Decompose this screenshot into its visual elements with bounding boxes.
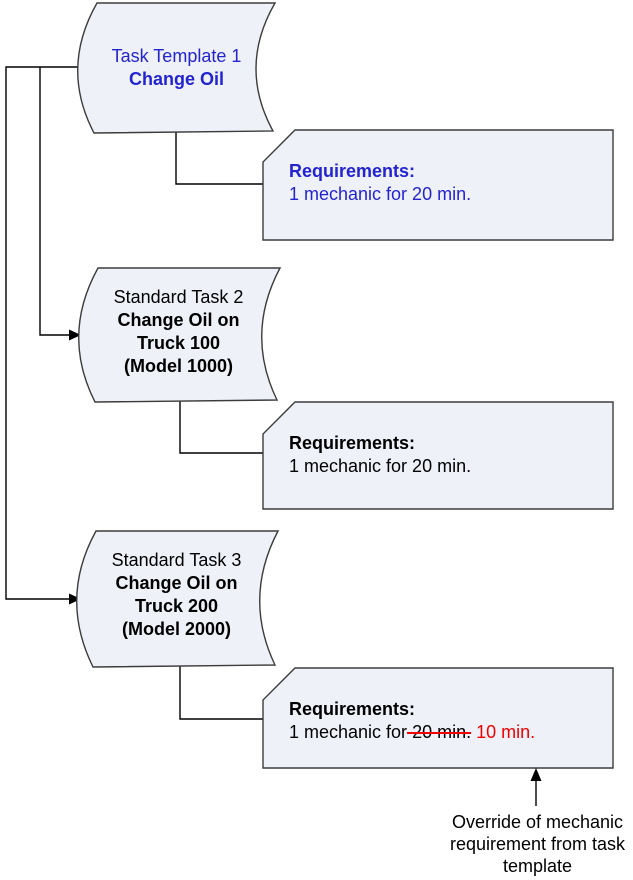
task-template-1-name: Change Oil (128, 69, 224, 89)
requirements-1-box (262, 129, 614, 241)
connector-task3-to-req3 (179, 666, 263, 720)
arrowhead-into-task2 (69, 329, 81, 341)
standard-task-2-name-line1: Change Oil on (117, 310, 240, 330)
requirements-3-struck-value: 20 min. (407, 722, 472, 742)
requirements-2-box (262, 401, 614, 510)
standard-task-2-shape (78, 267, 282, 403)
requirements-3-box (262, 667, 614, 769)
requirements-2-body: 1 mechanic for 20 min. (289, 456, 472, 476)
standard-task-3-name-line1: Change Oil on (115, 573, 238, 593)
requirements-1-header: Requirements: (289, 161, 416, 181)
standard-task-2-title: Standard Task 2 (113, 287, 244, 307)
override-annotation-line3: template (502, 856, 573, 876)
standard-task-3-name-line2: Truck 200 (134, 596, 219, 616)
requirements-2-label: Requirements: 1 mechanic for 20 min. (289, 432, 599, 478)
requirements-1-label: Requirements: 1 mechanic for 20 min. (289, 160, 599, 206)
override-annotation: Override of mechanic requirement from ta… (425, 811, 633, 877)
standard-task-3-shape (76, 530, 280, 668)
tree-connector-task2 (39, 67, 70, 336)
requirements-3-body: 1 mechanic for 20 min. 10 min. (289, 721, 609, 744)
task-template-1-label: Task Template 1 Change Oil (78, 45, 275, 91)
arrowhead-into-task3 (69, 593, 81, 605)
connector-task1-to-req1 (175, 132, 263, 185)
task-template-1-shape (77, 2, 277, 134)
task-template-1-title: Task Template 1 (111, 46, 242, 66)
requirements-3-body-prefix: 1 mechanic for (289, 722, 408, 742)
requirements-2-header: Requirements: (289, 433, 416, 453)
connector-task2-to-req2 (179, 401, 263, 454)
requirements-3-header: Requirements: (289, 699, 416, 719)
standard-task-3-title: Standard Task 3 (111, 550, 242, 570)
standard-task-2-name-line2: Truck 100 (136, 333, 221, 353)
requirements-1-body: 1 mechanic for 20 min. (289, 184, 472, 204)
standard-task-3-name-line3: (Model 2000) (121, 619, 232, 639)
tree-connector-task3 (5, 66, 78, 600)
annotation-arrowhead (530, 768, 542, 781)
standard-task-2-name-line3: (Model 1000) (123, 356, 234, 376)
override-annotation-line1: Override of mechanic (451, 812, 624, 832)
requirements-3-label: Requirements: 1 mechanic for 20 min. 10 … (289, 698, 609, 744)
override-annotation-line2: requirement from task (449, 834, 626, 854)
standard-task-3-label: Standard Task 3 Change Oil on Truck 200 … (78, 549, 275, 641)
requirements-3-override-value: 10 min. (471, 722, 536, 742)
standard-task-2-label: Standard Task 2 Change Oil on Truck 100 … (80, 286, 277, 378)
